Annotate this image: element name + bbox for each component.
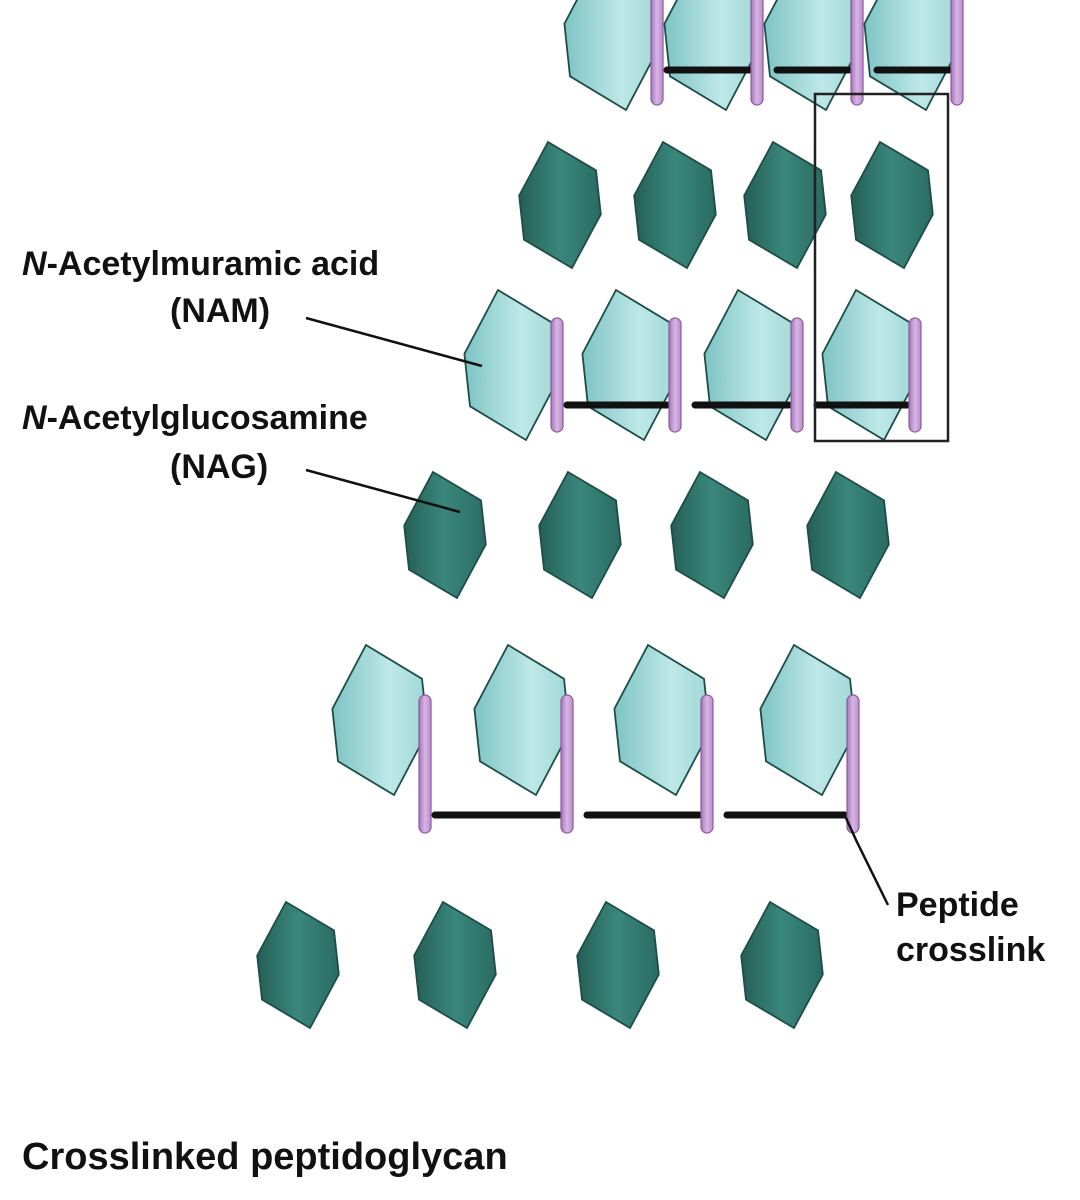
nag-sugar [576, 900, 660, 1030]
peptide-stem [850, 0, 864, 106]
glycan-strands [256, 0, 961, 1030]
peptide-crosslinks [418, 0, 964, 834]
nag-sugar [740, 900, 824, 1030]
peptide-stem [908, 317, 922, 433]
peptide-label-line2: crosslink [896, 931, 1046, 969]
nam-label-italic: N [22, 245, 47, 283]
nam-sugar [821, 288, 919, 442]
nag-sugar [538, 470, 622, 600]
peptide-stem [550, 317, 564, 433]
nam-sugar [563, 0, 661, 112]
nam-sugar [581, 288, 679, 442]
nam-label: N-Acetylmuramic acid [22, 244, 379, 284]
peptide-stem [560, 694, 574, 834]
nag-sugar [403, 470, 487, 600]
peptide-stem [750, 0, 764, 106]
nam-sugar [863, 0, 961, 112]
peptide-stem [846, 694, 860, 834]
nam-sugar [473, 643, 571, 797]
peptide-stem [700, 694, 714, 834]
nam-abbr: (NAM) [170, 292, 271, 330]
nam-sugar [759, 643, 857, 797]
repeat-unit-box [813, 92, 950, 443]
nam-label-text: -Acetylmuramic acid [46, 245, 380, 283]
peptide-stem [668, 317, 682, 433]
peptide-stem [650, 0, 664, 106]
nam-sugar [663, 0, 761, 112]
nam-sugar [703, 288, 801, 442]
peptide-stem [950, 0, 964, 106]
nam-leader-line [305, 316, 483, 368]
nag-sugar [633, 140, 717, 270]
peptide-stem [418, 694, 432, 834]
nam-sugar [763, 0, 861, 112]
nag-sugar [413, 900, 497, 1030]
nag-sugar [518, 140, 602, 270]
peptide-leader-line [844, 817, 890, 906]
nag-label-italic: N [22, 399, 47, 437]
nag-label-text: -Acetylglucosamine [46, 399, 368, 437]
peptide-label-line1: Peptide [896, 886, 1019, 924]
nag-sugar [256, 900, 340, 1030]
nag-abbr: (NAG) [170, 448, 269, 486]
nag-sugar [850, 140, 934, 270]
nag-label: N-Acetylglucosamine [22, 398, 368, 438]
nam-sugar [613, 643, 711, 797]
nag-leader-line [305, 468, 461, 514]
figure-caption: Crosslinked peptidoglycan [22, 1136, 508, 1178]
nag-sugar [743, 140, 827, 270]
nag-sugar [670, 470, 754, 600]
nag-sugar [806, 470, 890, 600]
nam-sugar [331, 643, 429, 797]
peptide-stem [790, 317, 804, 433]
